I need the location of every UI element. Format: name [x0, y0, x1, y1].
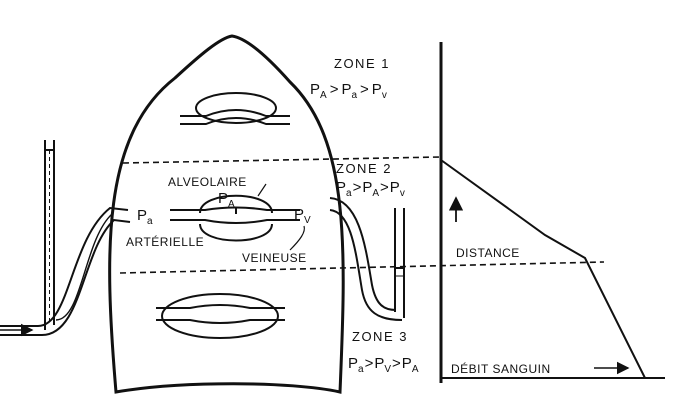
arterial-manometer: [44, 140, 55, 330]
zone-2-pressure-relation: Pa>PA>Pv: [336, 179, 405, 199]
distance-label: DISTANCE: [456, 246, 520, 260]
venous-label-leader: [289, 225, 305, 251]
alveolus-zone-1: [180, 92, 290, 125]
zone-boundary-upper: [122, 156, 441, 164]
lung-outline: [108, 34, 345, 394]
alveolar-label-leader: [257, 183, 267, 197]
zone-boundary-lower: [119, 261, 605, 274]
venous-vessel: [329, 197, 403, 321]
zone-2-title: ZONE 2: [336, 161, 392, 176]
zone-3-title: ZONE 3: [352, 329, 408, 344]
blood-flow-curve: [440, 159, 646, 379]
zone-1-pressure-relation: PA>Pa>Pv: [310, 81, 387, 101]
alveolar-label: ALVEOLAIRE: [168, 175, 247, 189]
venous-manometer: [394, 208, 405, 318]
venous-pressure-label: PV: [294, 206, 311, 226]
venous-label: VEINEUSE: [242, 251, 307, 265]
alveolus-zone-2: [170, 194, 300, 242]
arterial-pressure-label: Pa: [137, 207, 153, 227]
alveolus-zone-3: [156, 293, 285, 339]
alveolar-pressure-label: PA: [218, 190, 235, 210]
blood-flow-label: DÉBIT SANGUIN: [451, 361, 551, 376]
zone-3-pressure-relation: Pa>PV>PA: [348, 355, 419, 375]
zone-1-title: ZONE 1: [334, 56, 390, 71]
arterial-label: ARTÉRIELLE: [126, 234, 204, 249]
